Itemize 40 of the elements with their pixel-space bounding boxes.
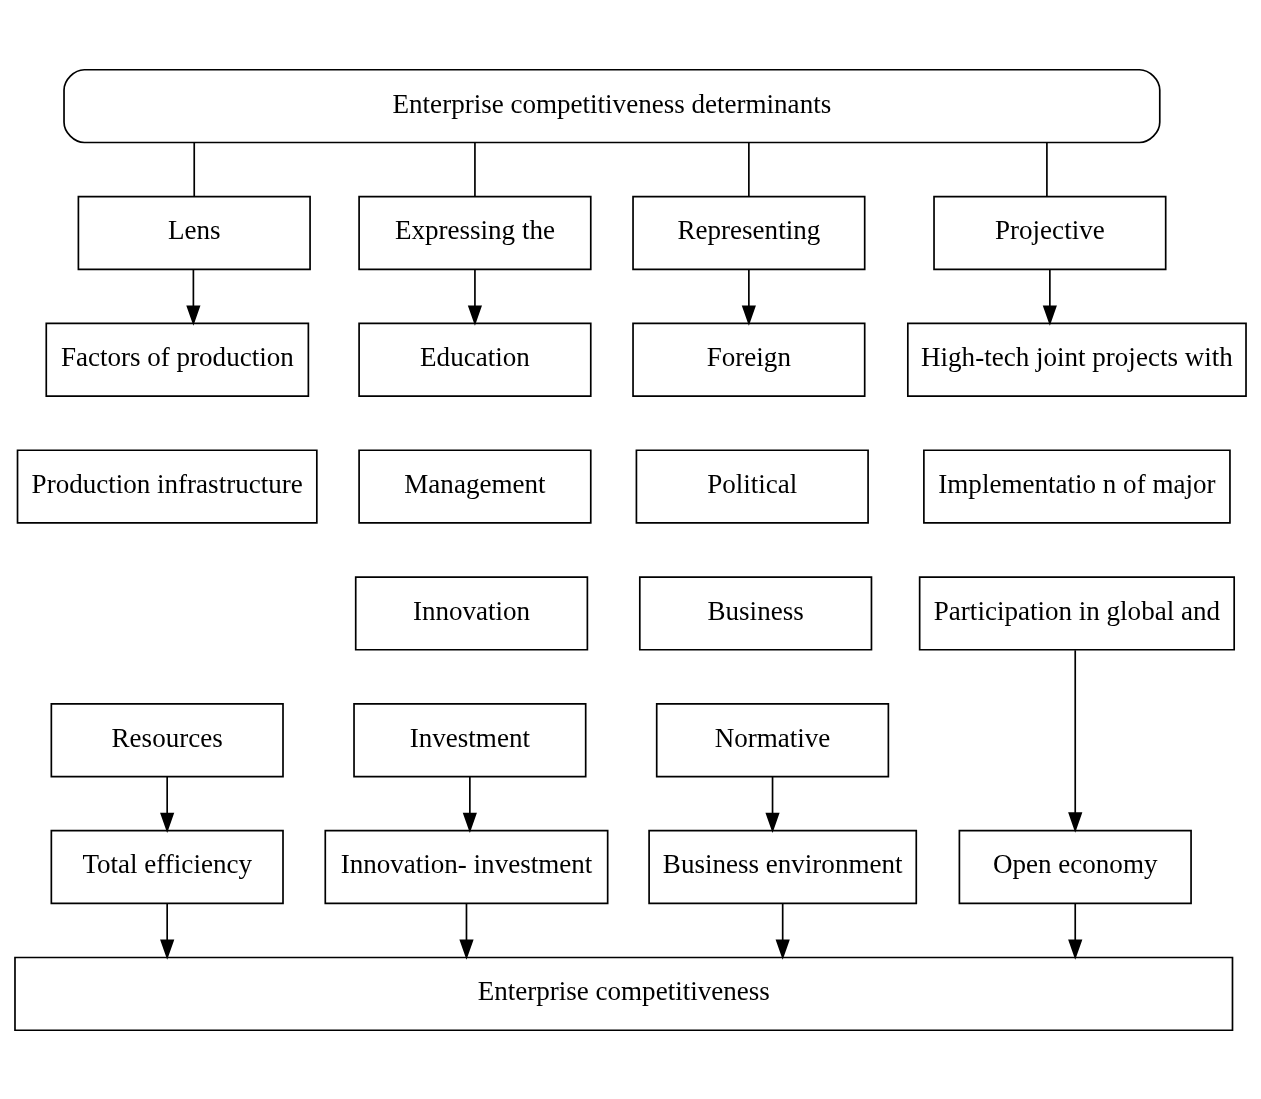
node-box: Business <box>638 575 873 651</box>
connector <box>1046 141 1048 197</box>
node-box: Implementatio n of major <box>923 448 1231 524</box>
node-box: Enterprise competitiveness <box>14 956 1234 1031</box>
node-box: Projective <box>933 195 1167 270</box>
node-box: Business environment <box>648 829 918 904</box>
arrow <box>462 775 477 833</box>
node-box: Resources <box>50 702 284 777</box>
connector <box>748 141 750 197</box>
arrow <box>775 902 790 960</box>
arrow <box>1042 268 1057 326</box>
arrow <box>186 268 201 326</box>
arrow <box>1068 902 1083 960</box>
node-box: Expressing the <box>358 195 592 270</box>
arrow <box>467 268 483 326</box>
connector <box>193 141 196 197</box>
node-box: Lens <box>77 195 311 270</box>
node-box: Innovation <box>354 575 589 651</box>
arrow <box>160 775 175 833</box>
node-box: Investment <box>353 702 587 777</box>
node-box: Foreign <box>632 322 866 397</box>
node-box: Normative <box>655 702 890 777</box>
arrow <box>741 268 756 326</box>
node-box: Enterprise competitiveness determinants <box>63 68 1161 143</box>
arrow <box>1068 648 1083 833</box>
node-box: Total efficiency <box>50 829 284 904</box>
arrow <box>459 902 474 960</box>
arrow <box>765 775 780 833</box>
node-box: Factors of production <box>45 322 310 397</box>
node-box: High-tech joint projects with <box>906 322 1247 397</box>
node-box: Political <box>635 448 869 524</box>
node-box: Education <box>358 322 592 397</box>
connector <box>474 141 476 197</box>
node-box: Open economy <box>958 829 1192 904</box>
node-box: Production infrastructure <box>16 448 318 524</box>
node-box: Representing <box>632 195 866 270</box>
node-box: Participation in global and <box>918 575 1236 651</box>
node-box: Innovation- investment <box>324 829 609 904</box>
arrow <box>160 902 175 960</box>
node-box: Management <box>358 448 592 524</box>
